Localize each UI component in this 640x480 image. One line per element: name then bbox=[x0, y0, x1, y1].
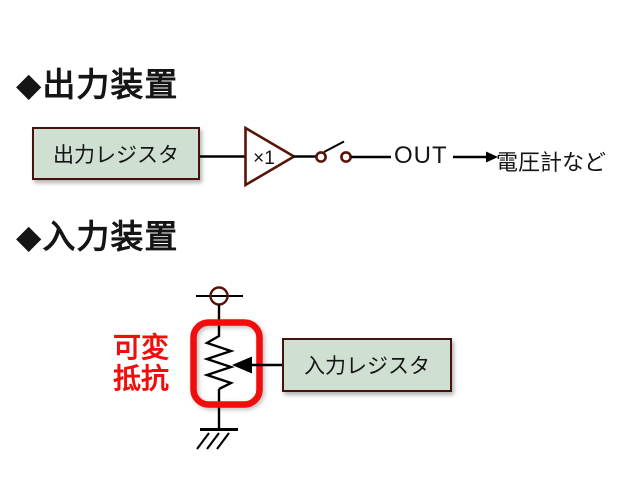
voltmeter-label: 電圧計など bbox=[496, 150, 607, 175]
caption-line-2: 抵抗 bbox=[113, 363, 170, 394]
output-section-title: ◆出力装置 bbox=[16, 66, 179, 103]
ground-hatch-2 bbox=[206, 432, 220, 450]
resistor-symbol bbox=[203, 334, 235, 391]
wiper-arrow-head-icon bbox=[232, 356, 252, 374]
output-register-box: 出力レジスタ bbox=[32, 127, 200, 180]
ground-hatch-3 bbox=[196, 432, 210, 450]
out-signal-label: OUT bbox=[394, 142, 448, 169]
buffer-amplifier-symbol bbox=[244, 125, 297, 188]
red-highlight-ring bbox=[190, 319, 263, 408]
caption-line-1: 可変 bbox=[113, 332, 170, 363]
ground-symbol bbox=[196, 428, 238, 450]
input-section-title: ◆入力装置 bbox=[16, 218, 179, 255]
output-register-label: 出力レジスタ bbox=[53, 143, 179, 167]
output-circuit bbox=[200, 125, 498, 188]
ground-hatch-1 bbox=[216, 432, 230, 450]
arrow-out-to-voltmeter bbox=[453, 151, 498, 163]
input-register-box: 入力レジスタ bbox=[282, 338, 452, 392]
switch-left-contact bbox=[315, 151, 327, 163]
variable-resistor-caption: 可変 抵抗 bbox=[113, 332, 175, 394]
switch-right-contact bbox=[340, 151, 352, 163]
switch-lever bbox=[323, 140, 345, 153]
wiper-arrow bbox=[232, 356, 284, 374]
amplifier-gain-label: ×1 bbox=[253, 148, 275, 169]
input-circuit bbox=[190, 286, 284, 450]
arrow-head-icon bbox=[486, 151, 498, 163]
input-register-label: 入力レジスタ bbox=[304, 355, 430, 378]
